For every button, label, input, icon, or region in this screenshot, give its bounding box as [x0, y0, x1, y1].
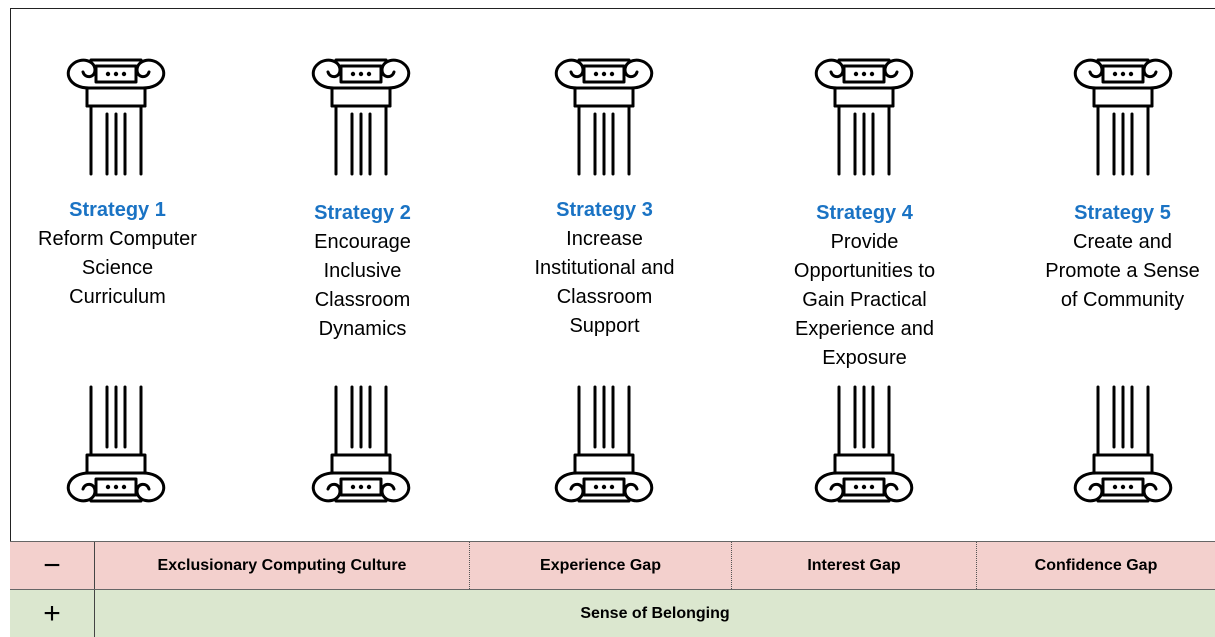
strategy-text: Provide Opportunities to Gain Practical …: [793, 231, 936, 369]
plus-icon: +: [10, 590, 95, 637]
factor-experience-gap: Experience Gap: [470, 542, 732, 589]
strategy-text: Reform Computer Science Curriculum: [38, 228, 197, 308]
minus-icon: −: [10, 542, 95, 589]
pillar-base-icon: [296, 385, 426, 515]
strategy-text: Create and Promote a Sense of Community: [1045, 231, 1200, 311]
pillar-base-icon: [799, 385, 929, 515]
factor-sense-of-belonging: Sense of Belonging: [580, 604, 730, 622]
negative-factors-row: − Exclusionary Computing Culture Experie…: [10, 541, 1215, 589]
strategy-3: Strategy 3 Increase Institutional and Cl…: [502, 196, 707, 341]
pillar-capital-icon: [51, 52, 181, 177]
strategy-5: Strategy 5 Create and Promote a Sense of…: [1010, 199, 1215, 315]
strategy-4: Strategy 4 Provide Opportunities to Gain…: [762, 199, 967, 373]
factor-exclusionary-culture: Exclusionary Computing Culture: [95, 542, 470, 589]
pillar-capital-icon: [1058, 52, 1188, 177]
strategy-text: Encourage Inclusive Classroom Dynamics: [314, 231, 411, 340]
positive-factors-row: + Sense of Belonging: [10, 589, 1215, 637]
pillar-capital-icon: [799, 52, 929, 177]
diagram-frame: [10, 8, 1215, 637]
pillar-base-icon: [51, 385, 181, 515]
strategy-number: Strategy 4: [816, 202, 913, 224]
factor-interest-gap: Interest Gap: [732, 542, 977, 589]
strategy-number: Strategy 2: [314, 202, 411, 224]
pillar-capital-icon: [539, 52, 669, 177]
strategy-1: Strategy 1 Reform Computer Science Curri…: [15, 196, 220, 312]
strategy-number: Strategy 3: [556, 199, 653, 221]
strategy-number: Strategy 1: [69, 199, 166, 221]
pillar-capital-icon: [296, 52, 426, 177]
factor-confidence-gap: Confidence Gap: [1034, 556, 1158, 574]
strategy-text: Increase Institutional and Classroom Sup…: [534, 228, 675, 337]
strategy-2: Strategy 2 Encourage Inclusive Classroom…: [260, 199, 465, 344]
pillar-base-icon: [1058, 385, 1188, 515]
pillar-base-icon: [539, 385, 669, 515]
strategy-number: Strategy 5: [1074, 202, 1171, 224]
